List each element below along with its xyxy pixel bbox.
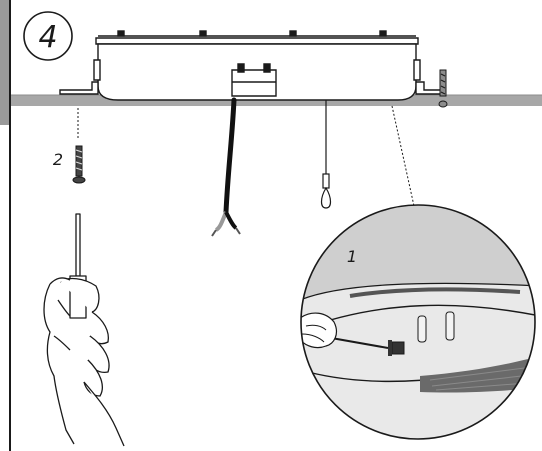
- screw-callout: 2: [53, 150, 63, 169]
- loose-screw-icon: [72, 145, 86, 184]
- detail-leader-line: [391, 105, 415, 207]
- pull-cord-icon: [320, 100, 332, 209]
- left-margin-shade: [0, 0, 10, 125]
- left-margin-bar: [0, 0, 10, 451]
- screwdriver-hand-icon: [43, 213, 125, 447]
- ceiling-fixture-icon: [59, 30, 445, 101]
- step-number: 4: [38, 20, 57, 55]
- screw-icon: [438, 69, 448, 108]
- cable-icon: [211, 97, 241, 237]
- detail-callout: 1: [347, 247, 357, 266]
- step-badge: 4: [23, 11, 73, 61]
- magnified-detail-icon: [300, 204, 536, 440]
